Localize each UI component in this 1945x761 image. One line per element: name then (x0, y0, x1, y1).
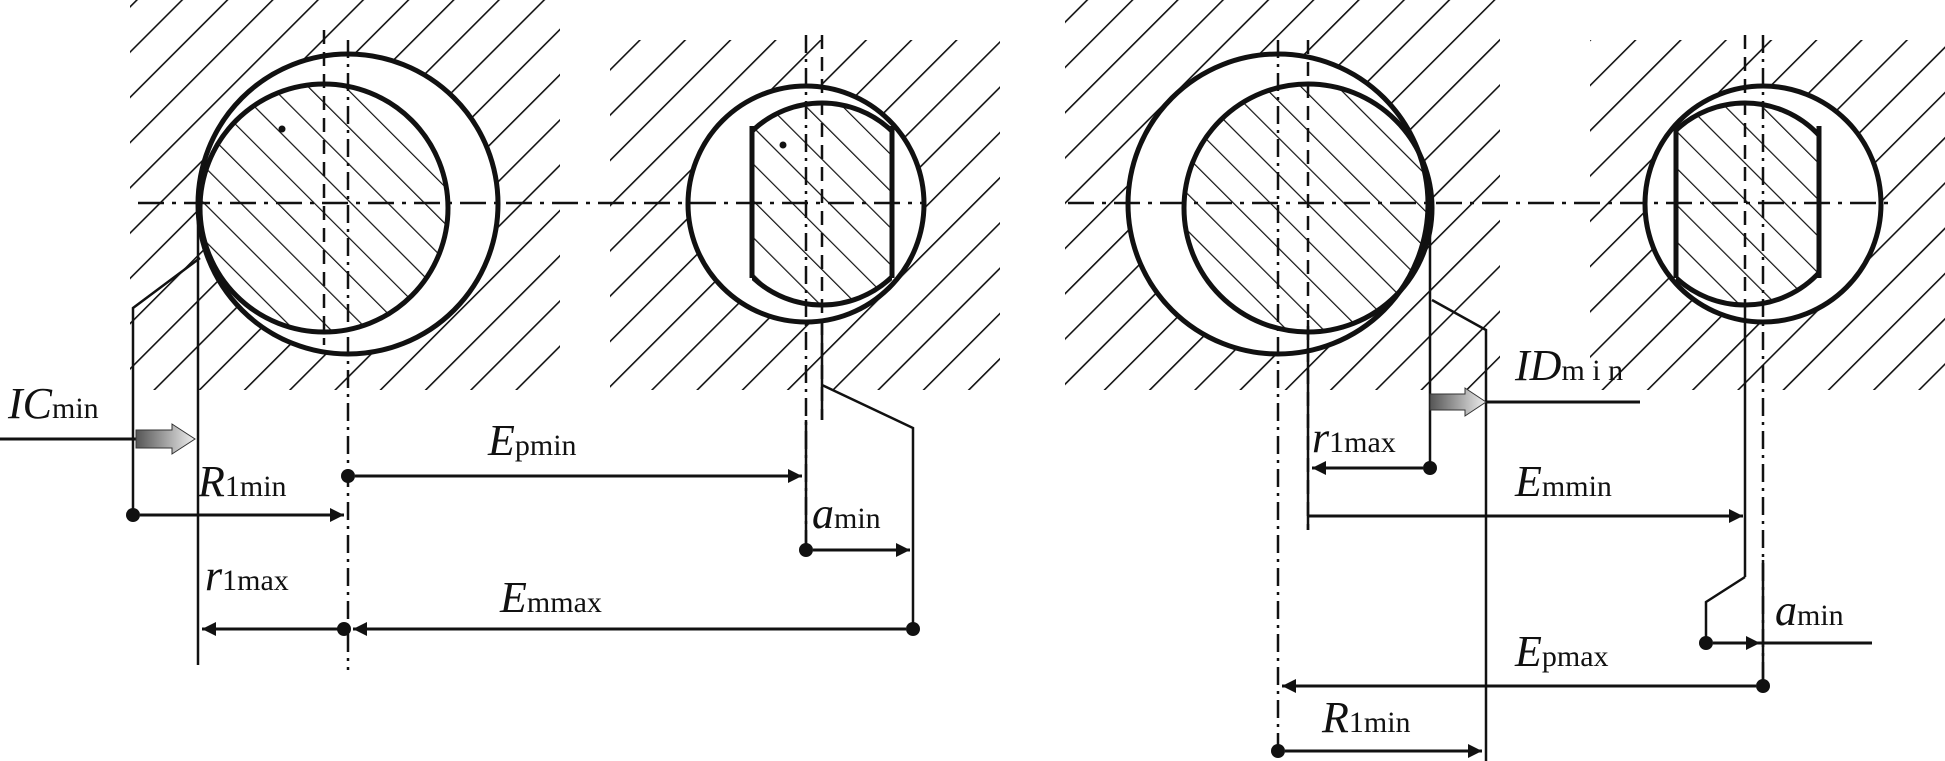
hole-wall-hatch (610, 40, 1000, 390)
ic-min-arrow (135, 423, 196, 455)
label-epmin: Epmin (487, 416, 577, 465)
center-dot (278, 125, 286, 133)
label-r1max-right: r1max (1312, 413, 1396, 462)
label-r1max-left: r1max (205, 551, 289, 600)
dimension-dot (1756, 679, 1770, 693)
dimensions-right (1271, 208, 1872, 761)
id-min-arrow (1429, 387, 1487, 417)
dimension-dot (341, 469, 355, 483)
ic-leader-line (131, 256, 201, 515)
dimension-dot (1699, 636, 1713, 650)
label-r1min-right: R1min (1321, 693, 1411, 742)
label-id-min: IDm i n (1514, 341, 1623, 390)
dimension-dot (906, 622, 920, 636)
label-amin-right: amin (1775, 586, 1844, 635)
center-dot (779, 141, 787, 149)
pin-section-hatch (752, 103, 892, 305)
pin-section-hatch (1184, 84, 1432, 332)
hole-wall-hatch (1065, 0, 1500, 390)
diamond-pin-fixture-right (1590, 35, 1945, 690)
dimension-dot (126, 508, 140, 522)
dimensions-left (0, 205, 920, 665)
dimension-dot (1423, 461, 1437, 475)
hole-wall-hatch (130, 0, 560, 390)
dimension-dot (337, 622, 351, 636)
label-r1min-left: R1min (197, 457, 287, 506)
dimension-dot (799, 543, 813, 557)
label-ic-min: ICmin (7, 379, 99, 428)
round-pin-fixture-left (130, 0, 560, 670)
round-pin-fixture-right (1065, 0, 1500, 755)
label-epmax: Epmax (1514, 627, 1609, 676)
label-emmin: Emmin (1514, 457, 1612, 506)
label-amin-left: amin (812, 489, 881, 538)
label-emmax: Emmax (499, 573, 602, 622)
amin-leader-line (821, 383, 915, 630)
hole-wall-hatch (1590, 40, 1945, 390)
id-leader-line (1431, 298, 1488, 761)
dimension-dot (1271, 744, 1285, 758)
amin-leader-line (1704, 575, 1746, 643)
